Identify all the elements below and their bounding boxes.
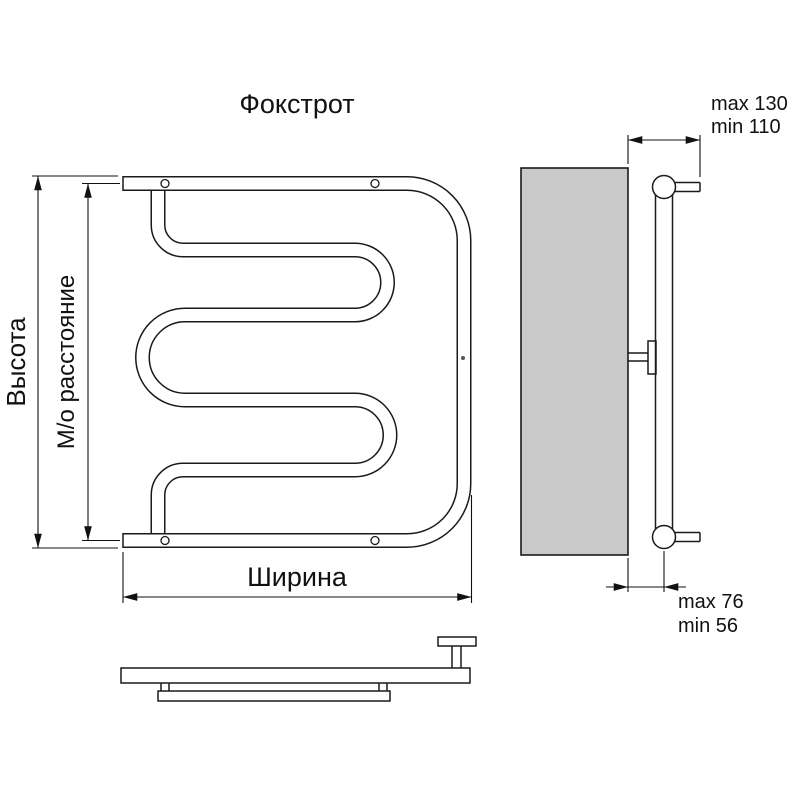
wall-offset-max-label: max 130 <box>711 93 788 115</box>
wall <box>520 167 629 556</box>
wall-offset-min-label: min 110 <box>711 116 781 138</box>
height-extension-lines <box>32 175 118 549</box>
serpentine-tube-fill <box>136 184 396 540</box>
top-view-collector <box>120 667 471 684</box>
top-view-serpentine-stubs <box>160 683 388 691</box>
screw-hole-top-right <box>370 178 380 189</box>
width-label: Ширина <box>247 562 348 592</box>
frame-tube-fill <box>123 177 471 547</box>
serpentine-tube-outline <box>135 184 398 540</box>
depth-min-label: min 56 <box>678 615 738 637</box>
screw-hole-top-left <box>160 178 170 189</box>
front-view <box>122 176 472 548</box>
pipe-side-lines <box>654 192 674 532</box>
screw-hole-bottom-left <box>160 535 170 546</box>
side-dimensions: max 130 min 110 max 76 min 56 <box>606 93 788 637</box>
depth-extension-lines <box>627 551 665 592</box>
axis-distance-label: М/о расстояние <box>53 275 80 449</box>
top-view-riser-flange <box>437 636 477 647</box>
top-view-riser-stem <box>451 646 462 668</box>
top-view <box>120 636 477 702</box>
wall-offset-extension-lines <box>627 135 701 177</box>
pipe-top-cap <box>651 174 677 200</box>
frame-tube-outline <box>123 176 472 548</box>
pipe-bottom-cap <box>651 524 677 550</box>
screw-hole-bottom-right <box>370 535 380 546</box>
width-extension-lines <box>122 495 473 603</box>
side-view <box>520 167 701 556</box>
depth-max-label: max 76 <box>678 591 744 613</box>
bracket-stem <box>628 352 650 362</box>
height-label: Высота <box>1 317 31 407</box>
top-view-serpentine <box>157 690 391 702</box>
front-dimensions: Высота М/о расстояние Ширина <box>1 175 473 603</box>
drawing-title: Фокстрот <box>239 89 354 119</box>
weld-mark <box>461 356 465 360</box>
